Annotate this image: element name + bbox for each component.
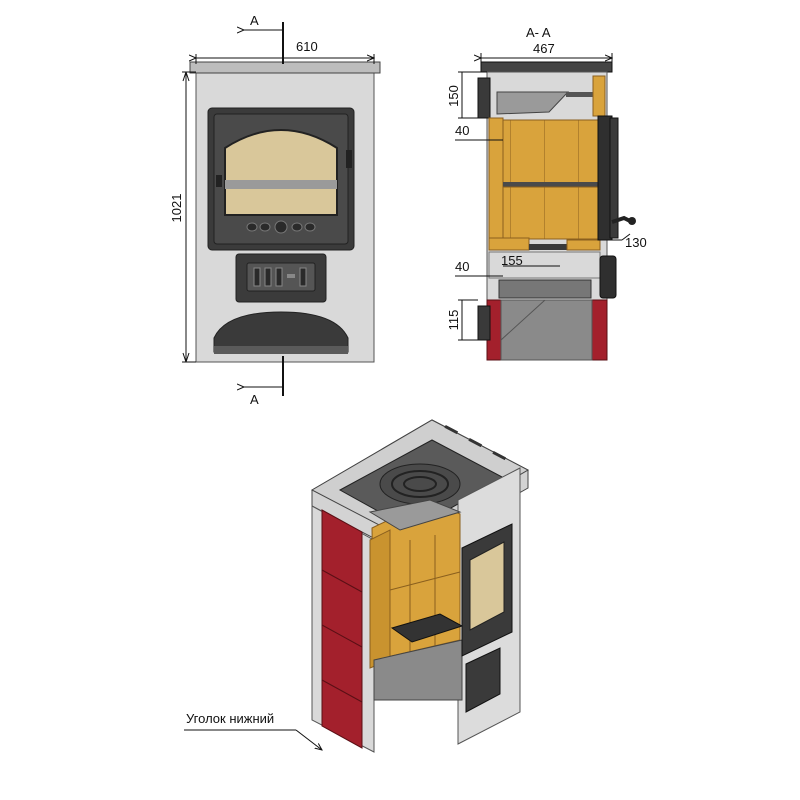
- base-inner: [500, 299, 593, 361]
- iso-ash-door: [465, 647, 501, 713]
- ash-pan: [498, 279, 592, 299]
- front-view: 610 1021 A A: [169, 13, 381, 407]
- firebrick-left-wall: [488, 117, 504, 247]
- section-title: A- A: [526, 25, 551, 40]
- top-plate-front: [189, 61, 381, 74]
- door-glass: [224, 129, 338, 216]
- iso-ash-chamber: [373, 639, 463, 701]
- dim-155-label: 155: [501, 253, 523, 268]
- bottom-arch-opening: [213, 311, 349, 353]
- section-mark-bottom: A: [250, 392, 259, 407]
- dim-40-lower-label: 40: [455, 259, 469, 274]
- dim-610-label: 610: [296, 39, 318, 54]
- iso-baffle: [368, 499, 462, 531]
- dim-150-label: 150: [446, 85, 461, 107]
- firebox-floor: [488, 237, 530, 251]
- iso-red-tile-panel: [321, 509, 363, 749]
- section-view: A- A 467: [446, 25, 647, 361]
- firebrick-lower-panel: [502, 186, 601, 240]
- flue-stub: [477, 77, 491, 119]
- iso-hob-rings: [379, 463, 461, 505]
- top-brick-right: [592, 75, 606, 117]
- iso-firebox-left: [369, 529, 391, 669]
- lower-flue-stub: [477, 305, 491, 341]
- door-vents: [246, 220, 316, 234]
- iso-door-glass: [469, 541, 505, 631]
- ash-door: [235, 253, 327, 303]
- callout-label: Уголок нижний: [186, 711, 274, 726]
- dim-115-label: 115: [446, 310, 461, 331]
- firebrick-upper-panel: [502, 119, 601, 185]
- grate: [529, 244, 567, 250]
- door-hinge-top: [346, 150, 352, 168]
- dim-40-upper-label: 40: [455, 123, 469, 138]
- base-right-tile: [591, 299, 608, 361]
- dim-130-label: 130: [625, 235, 647, 250]
- section-top-plate: [480, 61, 613, 73]
- section-mark-top: A: [250, 13, 259, 28]
- fire-door: [207, 107, 355, 251]
- top-baffle: [496, 91, 570, 115]
- section-ash-door: [599, 255, 617, 299]
- dim-1021-label: 1021: [169, 194, 184, 223]
- iso-cutaway-view: Уголок нижний: [184, 419, 530, 753]
- door-hinge-bottom: [216, 175, 222, 187]
- dim-467-label: 467: [533, 41, 555, 56]
